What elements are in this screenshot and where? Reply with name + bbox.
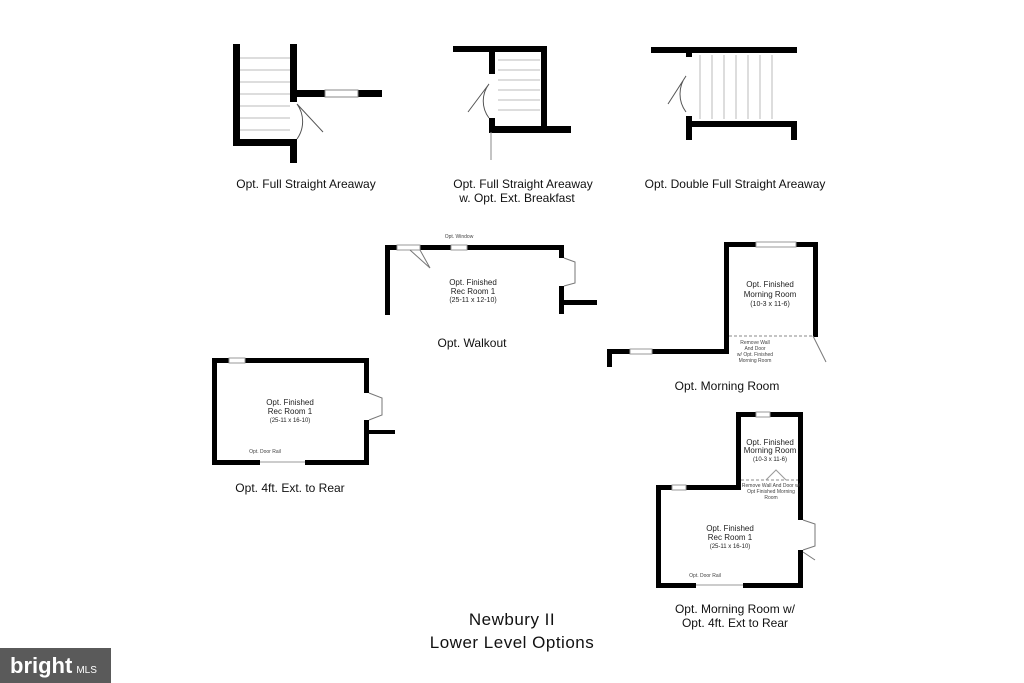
remove-wall-note-3: w/ Opt. Finished	[736, 352, 774, 358]
plan-morning-room-ext	[656, 411, 816, 588]
ext-room-line2: Rec Room 1	[267, 407, 313, 416]
plan-ext-to-rear	[212, 357, 395, 465]
remove-wall-note-4: Morning Room	[738, 358, 772, 364]
morning-room-line2: Morning Room	[743, 290, 797, 299]
remove-wall-note-2: And Door	[744, 346, 766, 352]
caption-walkout: Opt. Walkout	[437, 336, 507, 350]
combo-morning-dims: (10-3 x 11-6)	[753, 457, 787, 463]
combo-rec-dims: (25-11 x 16-10)	[709, 544, 751, 550]
ext-room-dims: (25-11 x 16-10)	[269, 418, 311, 424]
plan-walkout	[385, 244, 597, 315]
caption-ext-to-rear: Opt. 4ft. Ext. to Rear	[235, 481, 345, 495]
caption-full-straight-areaway-ext-line1: Opt. Full Straight Areaway	[453, 177, 593, 191]
morning-room-line1: Opt. Finished	[746, 280, 794, 289]
plan-full-straight-areaway	[233, 44, 382, 163]
remove-wall-note-1: Remove Wall	[740, 340, 770, 346]
caption-morning-room-ext-line2: Opt. 4ft. Ext to Rear	[681, 616, 789, 630]
plan-morning-room	[607, 241, 827, 367]
caption-morning-room: Opt. Morning Room	[674, 379, 780, 393]
combo-morning-line2: Morning Room	[743, 446, 797, 455]
morning-room-dims: (10-3 x 11-6)	[750, 301, 790, 308]
combo-rec-line1: Opt. Finished	[706, 524, 754, 533]
caption-full-straight-areaway-ext-line2: w. Opt. Ext. Breakfast	[459, 191, 575, 205]
ext-room-line1: Opt. Finished	[266, 398, 314, 407]
combo-rec-line2: Rec Room 1	[707, 533, 753, 542]
walkout-room-line1: Opt. Finished	[449, 278, 497, 287]
logo-brand-text: bright	[10, 653, 73, 678]
plan-title: Newbury II	[468, 610, 556, 629]
plan-subtitle: Lower Level Options	[429, 633, 595, 652]
combo-morning-line1: Opt. Finished	[746, 438, 794, 447]
walkout-window-note: Opt. Window	[444, 234, 474, 240]
caption-morning-room-ext-line1: Opt. Morning Room w/	[674, 602, 796, 616]
caption-full-straight-areaway: Opt. Full Straight Areaway	[236, 177, 376, 191]
logo-mls-text: MLS	[76, 665, 97, 676]
ext-door-note: Opt. Door Rail	[249, 449, 281, 455]
caption-double-full-straight-areaway: Opt. Double Full Straight Areaway	[644, 177, 826, 191]
plan-full-straight-areaway-ext	[453, 46, 571, 160]
combo-remove-wall-note: Remove Wall And Door w/ Opt Finished Mor…	[741, 483, 801, 501]
combo-door-note: Opt. Door Rail	[689, 573, 721, 579]
walkout-room-dims: (25-11 x 12-10)	[449, 297, 497, 304]
plan-double-full-straight-areaway	[651, 47, 797, 140]
walkout-room-line2: Rec Room 1	[450, 287, 496, 296]
